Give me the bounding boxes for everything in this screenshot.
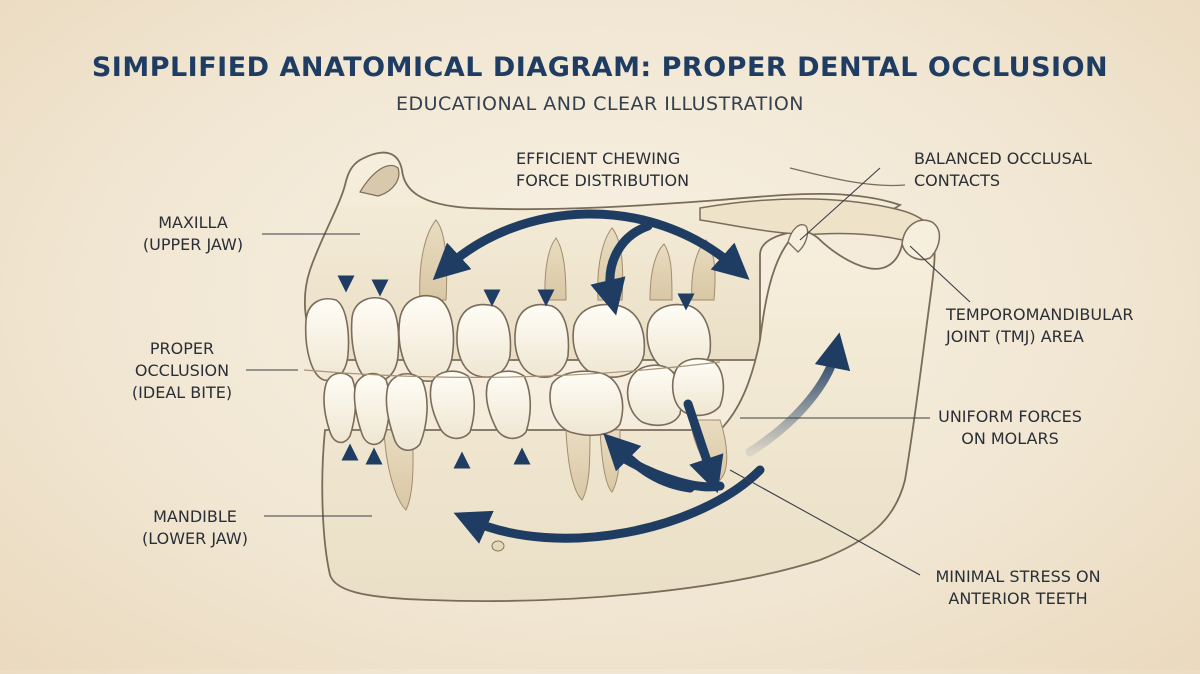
label-mandible-line-2: (LOWER JAW)	[142, 529, 248, 548]
label-chewing-force-line-2: FORCE DISTRIBUTION	[516, 171, 690, 190]
label-proper-occlusion-line-1: PROPER	[149, 339, 215, 358]
page-title: SIMPLIFIED ANATOMICAL DIAGRAM: PROPER DE…	[91, 52, 1109, 83]
lower-arc-arrow	[453, 465, 765, 544]
label-maxilla-line-1: MAXILLA	[158, 213, 228, 232]
occlusal-plane	[303, 361, 721, 378]
label-chewing-force: EFFICIENT CHEWING FORCE DISTRIBUTION	[516, 148, 689, 192]
maxilla-notch	[359, 164, 400, 197]
label-uniform-forces: UNIFORM FORCES ON MOLARS	[930, 406, 1090, 450]
label-minimal-stress-line-1: MINIMAL STRESS ON	[935, 567, 1101, 586]
upper-tooth-5	[514, 303, 570, 378]
label-tmj-line-2: JOINT (TMJ) AREA	[946, 327, 1084, 346]
upper-tooth-6	[572, 303, 646, 378]
lower-tooth-4	[429, 370, 476, 440]
condyle	[901, 219, 941, 261]
lower-tooth-5	[485, 370, 532, 440]
lower-return-arrow	[603, 433, 695, 493]
label-maxilla-line-2: (UPPER JAW)	[142, 235, 244, 254]
label-occlusal-contacts-line-2: CONTACTS	[914, 171, 1001, 190]
mental-foramen	[491, 540, 505, 552]
lower-tooth-3	[385, 373, 428, 451]
right-up-arrow	[745, 332, 851, 457]
upper-tooth-1	[304, 298, 350, 382]
label-minimal-stress: MINIMAL STRESS ON ANTERIOR TEETH	[918, 566, 1118, 610]
upper-tooth-2	[350, 296, 400, 382]
lower-force-arrows	[341, 443, 531, 512]
arch-line	[789, 167, 906, 187]
label-mandible: MANDIBLE (LOWER JAW)	[128, 506, 262, 550]
label-uniform-forces-line-1: UNIFORM FORCES	[938, 407, 1082, 426]
label-tmj-line-1: TEMPOROMANDIBULAR	[946, 305, 1134, 324]
label-tmj: TEMPOROMANDIBULAR JOINT (TMJ) AREA	[946, 304, 1133, 348]
lower-tooth-1	[323, 372, 357, 444]
lower-tooth-7	[626, 364, 683, 427]
label-occlusal-contacts-line-1: BALANCED OCCLUSAL	[914, 149, 1092, 168]
label-uniform-forces-line-2: ON MOLARS	[961, 429, 1059, 448]
upper-inner-arrow	[590, 221, 653, 316]
label-occlusal-contacts: BALANCED OCCLUSAL CONTACTS	[914, 148, 1092, 192]
leader-lines	[246, 167, 971, 576]
page-subtitle: EDUCATIONAL AND CLEAR ILLUSTRATION	[395, 93, 805, 115]
coronoid	[787, 224, 809, 253]
molar-down-arrow	[683, 399, 724, 494]
label-minimal-stress-line-2: ANTERIOR TEETH	[948, 589, 1088, 608]
label-mandible-line-1: MANDIBLE	[153, 507, 237, 526]
upper-tooth-3	[398, 294, 455, 382]
upper-tooth-4	[456, 303, 512, 378]
lower-tooth-8	[671, 357, 725, 417]
lower-teeth	[323, 357, 725, 451]
label-proper-occlusion-line-3: (IDEAL BITE)	[131, 383, 233, 402]
lower-tooth-6	[549, 370, 624, 437]
label-maxilla: MAXILLA (UPPER JAW)	[126, 212, 260, 256]
upper-teeth	[304, 294, 712, 382]
label-proper-occlusion: PROPER OCCLUSION (IDEAL BITE)	[120, 338, 244, 404]
label-proper-occlusion-line-2: OCCLUSION	[134, 361, 230, 380]
label-chewing-force-line-1: EFFICIENT CHEWING	[516, 149, 681, 168]
upper-tooth-7	[646, 303, 712, 374]
upper-arc-arrow	[432, 209, 750, 281]
